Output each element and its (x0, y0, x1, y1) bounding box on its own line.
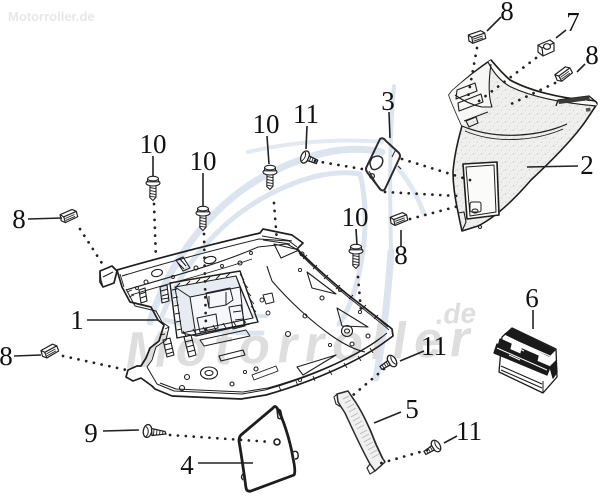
svg-text:9: 9 (84, 418, 98, 448)
svg-text:8: 8 (12, 204, 26, 234)
svg-text:11: 11 (421, 331, 447, 361)
svg-text:Motorroller.de: Motorroller.de (8, 9, 95, 24)
svg-text:10: 10 (190, 146, 217, 176)
svg-text:6: 6 (525, 283, 539, 313)
svg-text:8: 8 (500, 0, 514, 26)
svg-text:11: 11 (293, 99, 319, 129)
svg-text:1: 1 (70, 305, 84, 335)
svg-text:10: 10 (342, 202, 369, 232)
svg-text:11: 11 (456, 416, 482, 446)
svg-text:10: 10 (140, 129, 167, 159)
svg-text:.de: .de (435, 297, 477, 329)
svg-text:8: 8 (585, 40, 599, 70)
svg-text:4: 4 (180, 450, 194, 480)
svg-text:8: 8 (394, 240, 408, 270)
svg-text:3: 3 (381, 86, 395, 116)
svg-text:7: 7 (566, 7, 580, 37)
svg-text:5: 5 (405, 394, 419, 424)
svg-text:10: 10 (253, 109, 280, 139)
svg-text:8: 8 (0, 341, 13, 371)
svg-text:2: 2 (580, 150, 594, 180)
